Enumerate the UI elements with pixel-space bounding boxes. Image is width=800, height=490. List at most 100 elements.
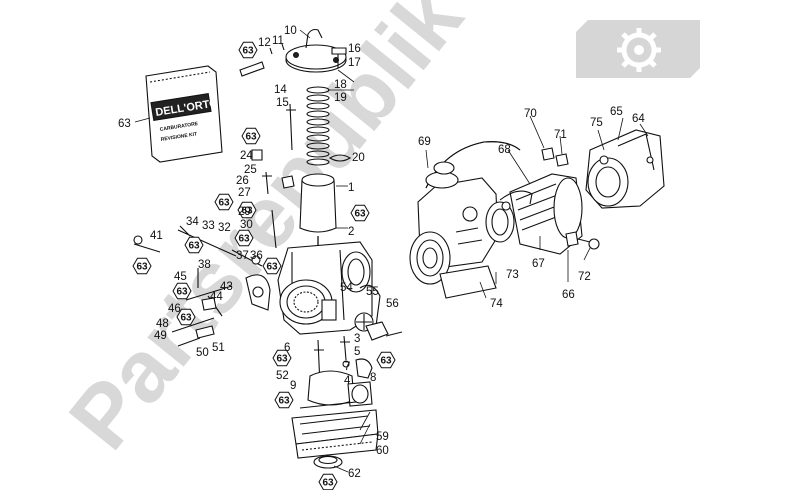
label-70: 70 <box>524 108 537 120</box>
hex-badge-shape <box>184 236 204 254</box>
hex-badge-shape <box>234 229 254 247</box>
label-52: 52 <box>276 370 289 382</box>
label-45: 45 <box>174 271 187 283</box>
hex-badge: 63 <box>237 201 257 219</box>
label-55: 55 <box>366 286 379 298</box>
label-27: 27 <box>238 187 251 199</box>
hex-badge: 63 <box>172 282 192 300</box>
label-48: 48 <box>156 318 169 330</box>
label-12: 12 <box>258 37 271 49</box>
leader-lines <box>134 29 649 473</box>
hex-badge-shape <box>262 257 282 275</box>
hex-badge-shape <box>350 204 370 222</box>
label-38: 38 <box>198 259 211 271</box>
label-10: 10 <box>284 25 297 37</box>
hex-badge: 63 <box>176 308 196 326</box>
label-34: 34 <box>186 216 199 228</box>
float-bowl-assembly <box>291 284 403 469</box>
label-72: 72 <box>578 271 591 283</box>
label-1: 1 <box>348 182 354 194</box>
label-19: 19 <box>334 92 347 104</box>
left-small-parts <box>133 43 347 347</box>
hex-badge: 63 <box>132 257 152 275</box>
label-7: 7 <box>344 361 350 373</box>
hex-badge-label: 63 <box>180 313 192 324</box>
hex-badge-label: 63 <box>176 287 188 298</box>
hex-badge: 63 <box>350 204 370 222</box>
label-5: 5 <box>354 346 360 358</box>
label-63-bag: 63 <box>118 118 131 130</box>
hex-badge-label: 63 <box>242 46 254 57</box>
label-26: 26 <box>236 175 249 187</box>
watermark-text: Partsrepublik <box>50 0 482 467</box>
hex-badge: 63 <box>184 236 204 254</box>
label-29: 29 <box>238 206 251 218</box>
hex-badge: 63 <box>274 391 294 409</box>
label-68: 68 <box>498 144 511 156</box>
hex-badge-label: 63 <box>245 132 257 143</box>
label-49: 49 <box>154 330 167 342</box>
hex-badge-label: 63 <box>380 356 392 367</box>
hex-badge-shape <box>238 41 258 59</box>
label-41: 41 <box>150 230 163 242</box>
label-4: 4 <box>344 375 351 387</box>
hex-badge-shape <box>241 127 261 145</box>
label-59: 59 <box>376 431 389 443</box>
label-75: 75 <box>590 117 603 129</box>
label-50: 50 <box>196 347 209 359</box>
label-60: 60 <box>376 445 389 457</box>
hex-badge: 63 <box>272 349 292 367</box>
label-62: 62 <box>348 468 361 480</box>
label-46: 46 <box>168 303 181 315</box>
label-73: 73 <box>506 269 519 281</box>
label-43: 43 <box>220 281 233 293</box>
label-15: 15 <box>276 97 289 109</box>
hex-badge-label: 63 <box>354 209 366 220</box>
label-37: 37 <box>236 250 249 262</box>
hex-badge-label: 63 <box>136 262 148 273</box>
label-18: 18 <box>334 79 347 91</box>
hex-badge-label: 63 <box>322 478 334 489</box>
label-16: 16 <box>348 43 361 55</box>
label-65: 65 <box>610 106 623 118</box>
hex-badge-shape <box>274 391 294 409</box>
hex-badge-shape <box>376 351 396 369</box>
hex-badge-shape <box>172 282 192 300</box>
label-11: 11 <box>272 35 284 47</box>
hex-badge-shape <box>272 349 292 367</box>
label-8: 8 <box>370 372 376 384</box>
carburetor-body <box>277 241 374 335</box>
right-carburetor <box>409 129 665 299</box>
hex-badge-label: 63 <box>188 241 200 252</box>
hex-badge-label: 63 <box>218 198 230 209</box>
hex-badge-shape <box>132 257 152 275</box>
hex-badge: 63 <box>238 41 258 59</box>
label-9: 9 <box>290 380 296 392</box>
label-33: 33 <box>202 220 215 232</box>
label-6: 6 <box>284 342 290 354</box>
label-20: 20 <box>352 152 365 164</box>
hex-badge: 63 <box>241 127 261 145</box>
watermark: Partsrepublik <box>50 0 700 467</box>
label-36: 36 <box>250 250 263 262</box>
label-51: 51 <box>212 342 225 354</box>
label-30: 30 <box>240 219 253 231</box>
callout-labels: 12 11 10 16 17 18 19 14 15 63 20 1 2 24 … <box>118 25 645 480</box>
hex-badge-label: 63 <box>238 234 250 245</box>
label-25: 25 <box>244 164 257 176</box>
label-56: 56 <box>386 298 399 310</box>
hex-badge-label: 63 <box>276 354 288 365</box>
label-66: 66 <box>562 289 575 301</box>
label-32: 32 <box>218 222 231 234</box>
hex-badge-shape <box>176 308 196 326</box>
hex-badge: 63 <box>376 351 396 369</box>
label-2: 2 <box>348 226 354 238</box>
label-64: 64 <box>632 113 645 125</box>
watermark-gear-icon <box>576 20 700 78</box>
hex-badge-label: 63 <box>241 206 253 217</box>
gasket-kit-bag: DELL'ORTO CARBURATORE REVISIONE KIT <box>145 65 223 163</box>
label-74: 74 <box>490 298 503 310</box>
